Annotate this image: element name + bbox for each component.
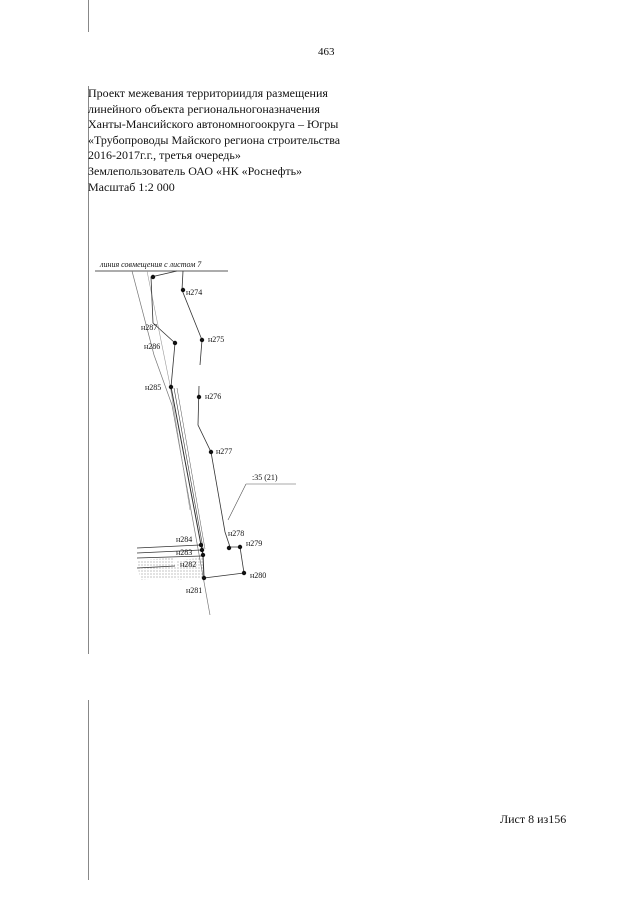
page-number: 463 xyxy=(318,46,335,58)
header-line: «Трубопроводы Майского региона строитель… xyxy=(88,132,341,147)
label-n276: н276 xyxy=(205,392,221,401)
point-n277 xyxy=(208,449,214,455)
header-line: 2016-2017г.г., третья очередь» xyxy=(88,148,241,163)
road-edge xyxy=(136,549,202,554)
road-edge xyxy=(136,555,203,559)
hatched-area xyxy=(137,558,177,580)
label-n281: н281 xyxy=(186,586,202,595)
point-n286 xyxy=(172,340,178,346)
point-n278 xyxy=(226,545,232,551)
left-margin-line-bottom xyxy=(88,700,89,880)
label-n283: н283 xyxy=(176,548,192,557)
row-contour-top-left xyxy=(150,270,178,388)
label-n286: н286 xyxy=(144,342,160,351)
left-margin-line-mid xyxy=(88,86,89,654)
header-line: Масштаб 1:2 000 xyxy=(88,179,175,194)
label-n275: н275 xyxy=(208,335,224,344)
label-n284: н284 xyxy=(176,535,192,544)
point-n274 xyxy=(180,287,186,293)
hatched-area xyxy=(176,558,204,580)
point-n287 xyxy=(150,274,156,280)
road-edge xyxy=(136,544,201,549)
point-n284 xyxy=(198,542,204,548)
point-n283 xyxy=(199,547,205,553)
row-contour-top-right xyxy=(181,270,203,366)
label-n274: н274 xyxy=(186,288,202,297)
point-n276 xyxy=(196,394,202,400)
parcel-label: :35 (21) xyxy=(252,473,278,482)
boundary-points xyxy=(150,274,247,581)
row-contour-right xyxy=(197,385,245,574)
label-n285: н285 xyxy=(145,383,161,392)
row-contour-double-line xyxy=(173,387,204,549)
label-n280: н280 xyxy=(250,571,266,580)
point-n282 xyxy=(200,552,206,558)
label-n279: н279 xyxy=(246,539,262,548)
point-n280 xyxy=(241,570,247,576)
parcel-boundary-left xyxy=(131,270,211,616)
row-contour-bottom xyxy=(203,572,245,579)
parcel-boundary-inner xyxy=(146,270,191,511)
sheet-number: Лист 8 из156 xyxy=(500,812,567,826)
left-margin-line-top xyxy=(88,0,89,32)
document-header: Проект межевания территориидля размещени… xyxy=(88,86,340,195)
label-n278: н278 xyxy=(228,529,244,538)
parcel-leader-line xyxy=(227,483,247,521)
road-edge xyxy=(136,565,176,569)
header-line: линейного объекта региональногоназначени… xyxy=(88,101,320,116)
label-n282: н282 xyxy=(180,560,196,569)
header-line: Землепользователь ОАО «НК «Роснефть» xyxy=(88,163,303,178)
label-n287: н287 xyxy=(141,323,157,332)
match-line-label: линия совмещения с листом 7 xyxy=(99,260,202,269)
row-contour-triple-line xyxy=(176,387,206,550)
point-n281 xyxy=(201,575,207,581)
header-line: Ханты-Мансийского автономногоокруга – Юг… xyxy=(88,117,339,132)
point-n285 xyxy=(168,384,174,390)
point-n275 xyxy=(199,337,205,343)
label-n277: н277 xyxy=(216,447,232,456)
header-line: Проект межевания территориидля размещени… xyxy=(88,86,328,100)
point-n279 xyxy=(237,544,243,550)
